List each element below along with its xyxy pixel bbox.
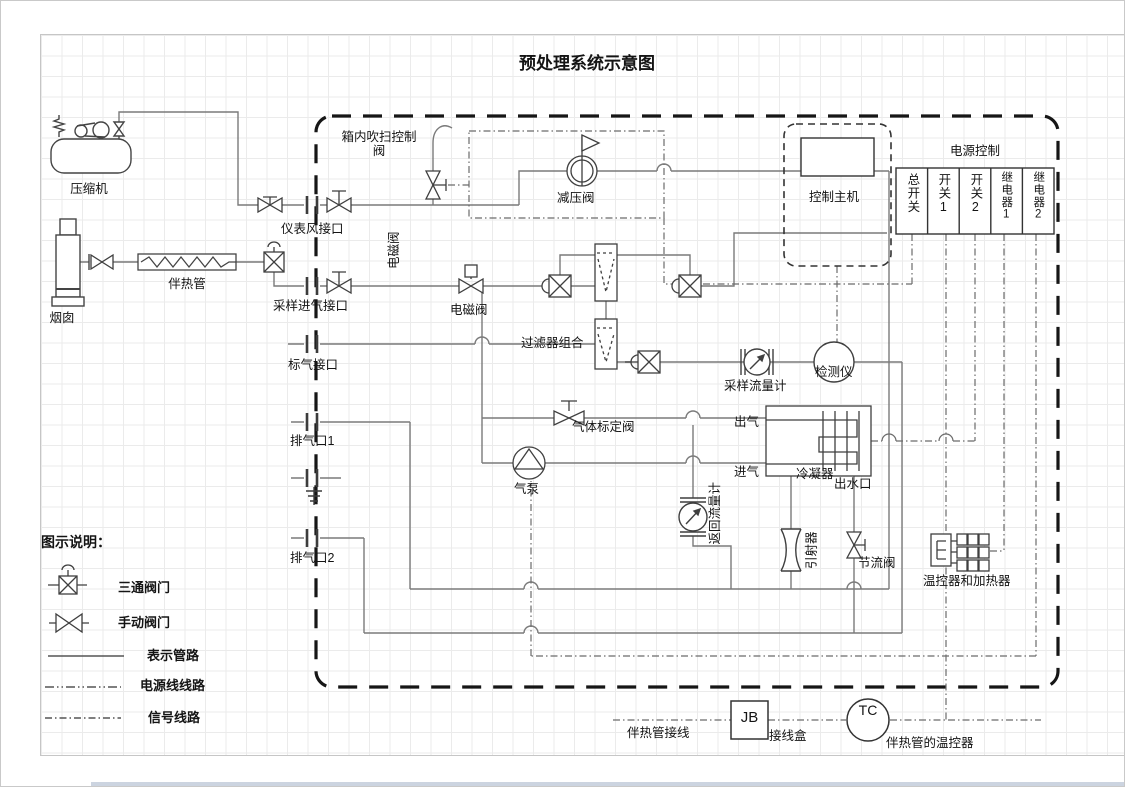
throttle-valve-label: 节流阀	[858, 556, 896, 570]
bulkhead-connectors	[305, 196, 319, 547]
detector-symbol	[813, 341, 855, 383]
gas-pump-label: 气泵	[514, 482, 540, 496]
heat-trace-pipe-symbol	[137, 253, 237, 271]
vent-symbol	[306, 487, 322, 505]
page-title: 预处理系统示意图	[519, 54, 655, 73]
control-host-label: 控制主机	[809, 190, 860, 204]
junction-box-label: 接线盒	[769, 729, 807, 743]
return-flowmeter-label: 返回流量计	[707, 481, 722, 545]
trace-thermostat-label: 伴热管的温控器	[886, 736, 974, 750]
legend-three-way-valve-icon	[48, 564, 87, 595]
pneumatic-valve-1	[541, 274, 572, 298]
filter-combo-label: 过滤器组合	[521, 336, 584, 350]
compressor-label: 压缩机	[70, 182, 108, 196]
heat-trace-pipe-label: 伴热管	[168, 277, 206, 291]
tc-circle-symbol	[846, 698, 890, 742]
sample-flowmeter-symbol	[740, 348, 774, 376]
relay-2-label: 继电器2	[1032, 171, 1045, 222]
cabinet-dashed-border	[314, 114, 1060, 689]
legend-title: 图示说明：	[41, 534, 111, 550]
control-host-box	[783, 123, 892, 267]
legend-three-way-valve-label: 三通阀门	[118, 580, 171, 595]
sample-flowmeter-label: 采样流量计	[724, 379, 787, 393]
throttle-valve-symbol	[845, 531, 866, 559]
ejector-label: 引射器	[804, 531, 819, 569]
power-control-title: 电源控制	[950, 144, 1001, 158]
sample-inlet-port-label: 采样进气接口	[273, 299, 349, 313]
chimney-symbol	[51, 218, 90, 307]
legend-manual-valve-label: 手动阀门	[118, 615, 171, 630]
switch-main-label: 总开关	[905, 173, 920, 214]
solenoid-valve-label: 电磁阀	[450, 303, 488, 317]
trace-wiring-label: 伴热管接线	[627, 726, 690, 740]
purge-valve-label: 箱内吹扫控制阀	[341, 130, 417, 159]
exhaust-port-2-label: 排气口2	[290, 551, 335, 565]
ejector-symbol	[780, 528, 802, 572]
thermostat-heater-symbol	[930, 533, 990, 572]
calibration-valve-label: 气体标定阀	[572, 420, 635, 434]
detector-label: 检测仪	[815, 365, 853, 379]
legend-manual-valve-icon	[49, 612, 89, 634]
manual-valve-sample-in	[326, 271, 352, 295]
manual-valve-instrument-air-out	[257, 196, 283, 214]
condenser-symbol	[765, 405, 872, 477]
relay-1-label: 继电器1	[1000, 171, 1013, 222]
pressure-reducer-label: 减压阀	[557, 191, 595, 205]
pneumatic-valve-2	[671, 274, 702, 298]
power-control-table	[895, 167, 1055, 235]
compressor-symbol	[50, 115, 132, 174]
manual-valve-chimney	[90, 253, 114, 271]
legend-pipe-label: 表示管路	[147, 648, 200, 663]
thermostat-heater-label: 温控器和加热器	[923, 574, 1011, 588]
chimney-label: 烟囱	[49, 311, 75, 325]
condenser-gas-out-label: 出气	[734, 415, 760, 429]
instrument-air-port-label: 仪表风接口	[281, 222, 344, 236]
condenser-gas-in-label: 进气	[734, 465, 760, 479]
tc-text: TC	[858, 702, 878, 718]
jb-text: JB	[740, 709, 759, 726]
filter-1	[594, 243, 618, 302]
switch-1-label: 开关1	[936, 173, 951, 215]
standard-gas-port-label: 标气接口	[288, 358, 339, 372]
gas-pump-symbol	[512, 446, 546, 480]
calibration-valve-symbol	[553, 400, 585, 427]
legend-signal-line-label: 信号线路	[148, 710, 201, 725]
solenoid-valve-symbol	[458, 264, 484, 295]
signal-lines	[448, 130, 1041, 721]
three-way-valve-sample	[263, 241, 285, 273]
return-flowmeter-symbol	[678, 497, 708, 537]
junction-box-symbol	[730, 700, 769, 740]
condenser-water-out-label: 出水口	[834, 477, 872, 491]
legend-power-line-label: 电源线线路	[140, 678, 206, 693]
filter-2	[594, 318, 618, 370]
pressure-reducer-symbol	[566, 133, 601, 187]
condenser-label: 冷凝器	[796, 467, 834, 481]
exhaust-port-1-label: 排气口1	[290, 434, 335, 448]
purge-solenoid-valve	[424, 170, 447, 200]
pipes	[80, 111, 903, 634]
manual-valve-instrument-air-in	[326, 190, 352, 214]
solenoid-valve-rotated-label: 电磁阀	[386, 231, 401, 269]
switch-2-label: 开关2	[968, 173, 983, 215]
pneumatic-valve-3	[625, 350, 661, 374]
window-edge-bar	[91, 782, 1124, 786]
